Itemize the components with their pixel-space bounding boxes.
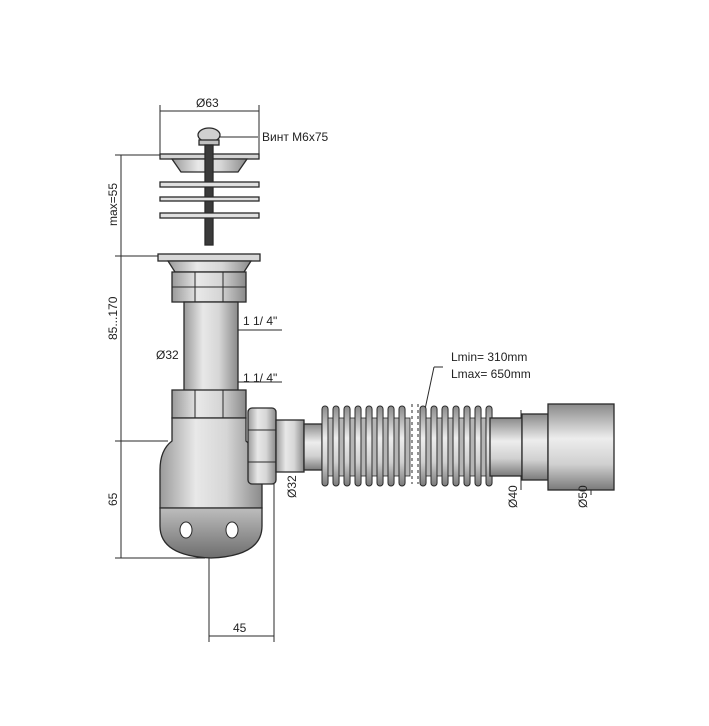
label-hose-d50: Ø50: [576, 485, 590, 508]
hose-rib: [463, 405, 471, 487]
label-lmin: Lmin= 310mm: [451, 350, 527, 364]
hose-groove: [393, 417, 400, 477]
label-pipe-diameter-left: Ø32: [156, 348, 179, 362]
hose-groove: [404, 417, 411, 477]
hose-groove: [327, 417, 334, 477]
hose-rib: [419, 405, 427, 487]
hose-rib: [365, 405, 373, 487]
label-thread-upper: 1 1/ 4": [243, 314, 277, 328]
labels: Ø63 Винт М6х75 max=55 85...170 1 1/ 4" Ø…: [106, 96, 590, 635]
hose-groove: [458, 417, 465, 477]
hose-rib: [430, 405, 438, 487]
label-screw: Винт М6х75: [262, 130, 329, 144]
hose-rib: [321, 405, 329, 487]
hose-rib: [354, 405, 362, 487]
hose-groove: [469, 417, 476, 477]
hose-groove: [360, 417, 367, 477]
hose-rib: [332, 405, 340, 487]
hose-rib: [343, 405, 351, 487]
label-bottle-height: 65: [106, 492, 120, 506]
hose-rib: [452, 405, 460, 487]
corrugated-hose: [303, 403, 615, 491]
hose-groove: [425, 417, 432, 477]
hose-groove: [382, 417, 389, 477]
hose-groove: [349, 417, 356, 477]
label-max-height: max=55: [106, 183, 120, 226]
hose-groove: [338, 417, 345, 477]
hose-groove: [371, 417, 378, 477]
hose-rib: [376, 405, 384, 487]
hose-groove: [447, 417, 454, 477]
hose-rib: [387, 405, 395, 487]
vertical-pipe: [171, 271, 247, 419]
hose-rib: [398, 405, 406, 487]
hose-groove: [480, 417, 487, 477]
hose-rib: [441, 405, 449, 487]
hose-groove: [436, 417, 443, 477]
label-offset-45: 45: [233, 621, 247, 635]
bottle-trap-body: [159, 407, 305, 559]
label-thread-lower: 1 1/ 4": [243, 371, 277, 385]
label-outlet-diameter: Ø32: [285, 475, 299, 498]
label-lmax: Lmax= 650mm: [451, 367, 531, 381]
hose-rib: [474, 405, 482, 487]
label-hose-d40: Ø40: [506, 485, 520, 508]
strainer-assembly: [157, 127, 261, 273]
label-height-range: 85...170: [106, 296, 120, 340]
label-top-diameter: Ø63: [196, 96, 219, 110]
